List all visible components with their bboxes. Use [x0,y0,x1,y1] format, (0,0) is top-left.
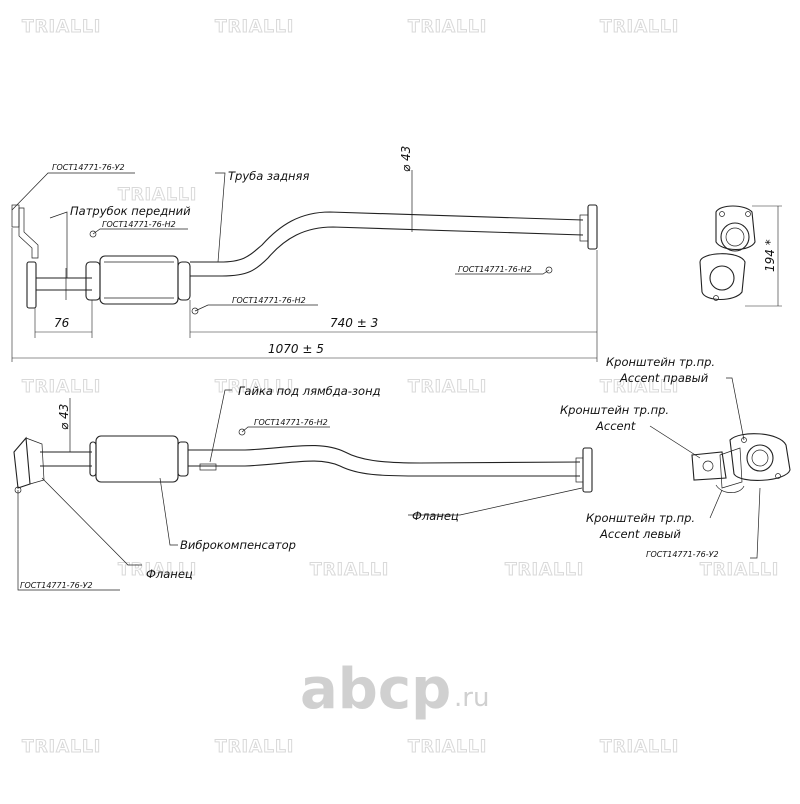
watermark: TRIALLI [215,737,294,758]
watermark: TRIALLI [215,17,294,38]
watermark: TRIALLI [22,737,101,758]
svg-text:TRIALLI: TRIALLI [22,737,101,757]
weld-marker [238,428,246,436]
svg-text:TRIALLI: TRIALLI [408,17,487,37]
watermark: TRIALLI [215,377,294,398]
mid-bracket-label: Кронштейн тр.пр. [560,403,669,417]
top-view-assembly [11,204,598,315]
weld-marker [89,230,97,238]
svg-text:TRIALLI: TRIALLI [22,377,101,397]
watermark: TRIALLI [408,17,487,38]
dimension-1070: 1070 ± 5 [268,342,324,356]
watermark: TRIALLI [408,737,487,758]
bracket-labels: Кронштейн тр.пр. Accent правый Кронштейн… [560,355,719,559]
weld-spec-label: ГОСТ14771-76-У2 [52,163,125,172]
weld-spec-label: ГОСТ14771-76-Н2 [254,418,328,427]
weld-spec-label: ГОСТ14771-76-У2 [646,550,719,559]
watermark: TRIALLI [118,185,197,206]
front-flange [13,436,45,489]
rear-flange [575,447,593,493]
svg-text:TRIALLI: TRIALLI [600,377,679,397]
rear-pipe [190,211,584,277]
weld-spec-label: ГОСТ14771-76-Н2 [232,296,306,305]
rear-flange [579,204,598,250]
svg-text:TRIALLI: TRIALLI [22,17,101,37]
flex-joint [85,255,191,305]
watermark-grid: TRIALLI TRIALLI TRIALLI TRIALLI TRIALLI … [22,17,779,758]
watermark: TRIALLI [22,377,101,398]
watermark: TRIALLI [600,377,679,398]
front-flange [11,204,39,309]
left-bracket-label: Кронштейн тр.пр. [586,511,695,525]
front-flange-label: Фланец [146,567,193,581]
bottom-view-labels: ⌀ 43 Гайка под лямбда-зонд ГОСТ14771-76-… [20,384,459,590]
rear-pipe-label: Труба задняя [228,169,309,183]
lambda-nut [199,463,217,471]
svg-text:TRIALLI: TRIALLI [408,377,487,397]
watermark: TRIALLI [310,560,389,581]
svg-text:TRIALLI: TRIALLI [310,560,389,580]
bracket-detail [691,433,791,493]
watermark: TRIALLI [600,17,679,38]
svg-text:TRIALLI: TRIALLI [215,377,294,397]
diameter-dimension: ⌀ 43 [57,404,71,430]
weld-marker [191,307,199,315]
watermark: TRIALLI [700,560,779,581]
dimension-76: 76 [54,316,70,330]
top-view-dimensions: 76 740 ± 3 1070 ± 5 [11,228,598,362]
rear-pipe [188,445,581,477]
weld-spec-label: ГОСТ14771-76-У2 [20,581,93,590]
weld-marker [545,266,553,274]
svg-text:TRIALLI: TRIALLI [505,560,584,580]
watermark: TRIALLI [600,737,679,758]
svg-text:TRIALLI: TRIALLI [600,17,679,37]
lambda-nut-label: Гайка под лямбда-зонд [238,384,381,398]
flex-joint-label: Виброкомпенсатор [180,538,296,552]
watermark: TRIALLI [505,560,584,581]
svg-text:TRIALLI: TRIALLI [118,185,197,205]
svg-text:TRIALLI: TRIALLI [600,737,679,757]
end-view-flange: 194 * [699,205,782,307]
rear-flange-label: Фланец [412,509,459,523]
right-bracket-label: Кронштейн тр.пр. [606,355,715,369]
front-pipe [36,268,92,300]
top-view-labels: ГОСТ14771-76-У2 Патрубок передний ГОСТ14… [52,146,532,305]
diameter-dimension: ⌀ 43 [399,146,413,172]
watermark: TRIALLI [22,17,101,38]
front-pipe-label: Патрубок передний [70,204,191,218]
right-bracket-label: Accent правый [619,371,709,385]
bracket-leaders [649,377,761,559]
bottom-view-assembly [13,428,593,494]
svg-text:TRIALLI: TRIALLI [408,737,487,757]
dimension-740: 740 ± 3 [330,316,378,330]
svg-text:TRIALLI: TRIALLI [700,560,779,580]
mid-bracket-label: Accent [595,419,636,433]
weld-spec-label: ГОСТ14771-76-Н2 [458,265,532,274]
svg-text:TRIALLI: TRIALLI [215,737,294,757]
weld-spec-label: ГОСТ14771-76-Н2 [102,220,176,229]
svg-text:TRIALLI: TRIALLI [215,17,294,37]
logo-suffix: .ru [454,683,489,713]
flex-joint [89,435,189,483]
bottom-view-leaders [17,389,583,591]
dimension-194: 194 * [763,239,777,272]
left-bracket-label: Accent левый [599,527,681,541]
top-view-leaders [11,170,550,312]
logo-text: abcp [300,657,451,722]
watermark: TRIALLI [408,377,487,398]
abcp-logo: abcp .ru [300,657,489,722]
